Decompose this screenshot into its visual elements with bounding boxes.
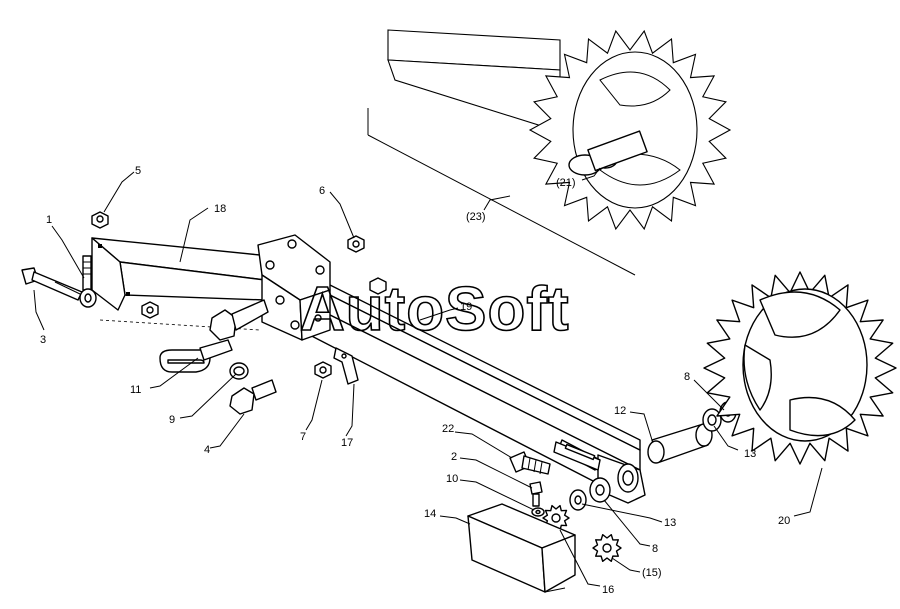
callout-11: 11 — [130, 384, 141, 396]
callout-15: (15) — [642, 567, 662, 579]
callout-8-upper: 8 — [684, 371, 690, 383]
bracket-18 — [91, 237, 266, 331]
bolt-3 — [21, 267, 83, 301]
bushing-12 — [647, 423, 713, 464]
bolt-2 — [529, 481, 543, 507]
callout-labels: 1 2 3 4 5 6 7 8 8 9 10 11 12 13 13 14 (1… — [40, 165, 790, 596]
bolt-4 — [229, 379, 277, 415]
slotted-plate — [553, 441, 601, 471]
callout-10: 10 — [446, 473, 458, 485]
star-wheel-20 — [703, 271, 897, 465]
watermark-text: AutoSoft — [300, 275, 570, 344]
callout-2: 2 — [451, 451, 457, 463]
callout-22: 22 — [442, 423, 454, 435]
callout-7: 7 — [300, 431, 306, 443]
spring-clip-9 — [229, 362, 249, 380]
lock-pin-11 — [159, 339, 233, 373]
nut-7 — [314, 361, 332, 379]
washer-10 — [531, 507, 545, 517]
mounting-block — [257, 234, 331, 341]
cover-box-14 — [467, 503, 576, 593]
callout-8-lower: 8 — [652, 543, 658, 555]
callout-9: 9 — [169, 414, 175, 426]
washers-13-8-lower — [569, 477, 611, 511]
callout-12: 12 — [614, 405, 626, 417]
callout-5: 5 — [135, 165, 141, 177]
stud-22 — [509, 451, 551, 475]
callout-20: 20 — [778, 515, 790, 527]
leader-lines — [33, 167, 823, 587]
callout-13-right: 13 — [744, 448, 756, 460]
star-wheel-21 — [528, 29, 732, 231]
callout-21: (21) — [556, 177, 576, 189]
nut-block — [369, 277, 387, 295]
callout-14: 14 — [424, 508, 436, 520]
bolt-large — [209, 299, 269, 341]
nut-bracket — [141, 301, 159, 319]
callout-17: 17 — [341, 437, 353, 449]
callout-3: 3 — [40, 334, 46, 346]
callout-23: (23) — [466, 211, 486, 223]
eye-bolt-1 — [79, 255, 97, 308]
callout-19: 19 — [460, 301, 472, 313]
nut-6 — [347, 235, 365, 253]
callout-4: 4 — [204, 444, 210, 456]
callout-13-lower: 13 — [664, 517, 676, 529]
callout-18: 18 — [214, 203, 226, 215]
callout-1: 1 — [46, 214, 52, 226]
clip-17 — [333, 347, 359, 385]
callout-6: 6 — [319, 185, 325, 197]
nut-5 — [91, 211, 109, 229]
callout-16: 16 — [602, 584, 614, 596]
gear-15 — [592, 534, 622, 562]
